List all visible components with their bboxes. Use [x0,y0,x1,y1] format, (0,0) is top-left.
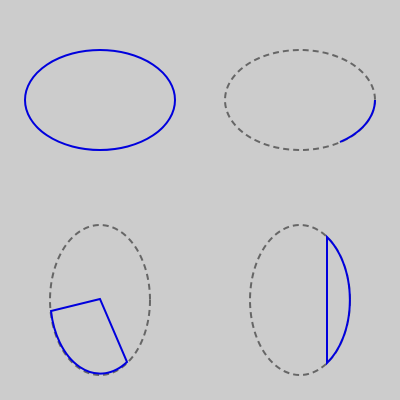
ellipse-arc-figure [224,49,376,151]
sector-guide-ellipse [49,224,151,376]
ellipse-segment-figure [249,224,351,376]
highlighted-sector [49,297,129,375]
highlighted-arc [339,99,376,143]
full-ellipse-figure [24,49,176,151]
highlighted-segment [326,234,351,366]
ellipse-sector-figure [49,224,151,376]
full-ellipse [24,49,176,151]
